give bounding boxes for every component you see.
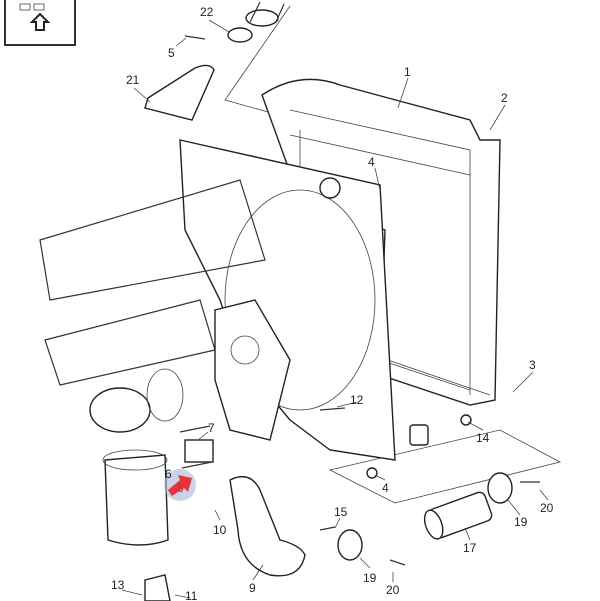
bolt-part (184, 35, 206, 40)
chassis-rail (39, 179, 266, 301)
callout-6[interactable]: 6 (165, 467, 172, 481)
callout-19[interactable]: 19 (363, 571, 377, 585)
callout-19[interactable]: 19 (514, 515, 528, 529)
connector-part (184, 439, 214, 463)
filter-part (104, 454, 169, 546)
selected-part-marker[interactable] (164, 469, 196, 501)
callout-5[interactable]: 5 (168, 46, 175, 60)
plane-outline (328, 429, 562, 504)
callout-7[interactable]: 7 (208, 421, 215, 435)
callout-4[interactable]: 4 (382, 481, 389, 495)
bolt-parts (319, 407, 540, 566)
callout-22[interactable]: 22 (200, 5, 214, 19)
nut-part (366, 467, 378, 479)
hose-part (229, 476, 306, 577)
callout-11[interactable]: 11 (185, 589, 198, 601)
callout-1[interactable]: 1 (404, 65, 411, 79)
engine-front-cover (214, 299, 291, 441)
bracket-part (144, 574, 171, 601)
up-arrow-icon (29, 12, 51, 31)
clamp-19-part (487, 472, 513, 504)
hose-part (245, 1, 285, 27)
callout-12[interactable]: 12 (350, 393, 364, 407)
nut-part (460, 414, 472, 426)
fan-ring (224, 189, 376, 411)
callout-10[interactable]: 10 (213, 523, 227, 537)
fan-shroud-part (179, 139, 396, 461)
callout-20[interactable]: 20 (386, 583, 400, 597)
chassis-rail (44, 299, 216, 386)
callout-17[interactable]: 17 (463, 541, 477, 555)
callout-15[interactable]: 15 (334, 505, 348, 519)
callout-20[interactable]: 20 (540, 501, 554, 515)
callout-8[interactable]: 8 (177, 481, 184, 495)
plane-outline (224, 5, 291, 113)
callout-3[interactable]: 3 (529, 358, 536, 372)
elbow-pipe-part (144, 64, 215, 121)
navigate-up-button[interactable] (4, 0, 76, 46)
callout-14[interactable]: 14 (476, 431, 490, 445)
hose-17-part (423, 491, 493, 540)
callout-9[interactable]: 9 (249, 581, 256, 595)
clamp-part (227, 27, 253, 43)
connector-part (409, 424, 429, 446)
turbocharger-part (89, 387, 151, 433)
clamp-19-part (337, 529, 363, 561)
thumbnail-icon (19, 3, 51, 31)
callout-4[interactable]: 4 (368, 155, 375, 169)
callout-2[interactable]: 2 (501, 91, 508, 105)
callout-21[interactable]: 21 (126, 73, 140, 87)
callout-13[interactable]: 13 (111, 578, 125, 592)
